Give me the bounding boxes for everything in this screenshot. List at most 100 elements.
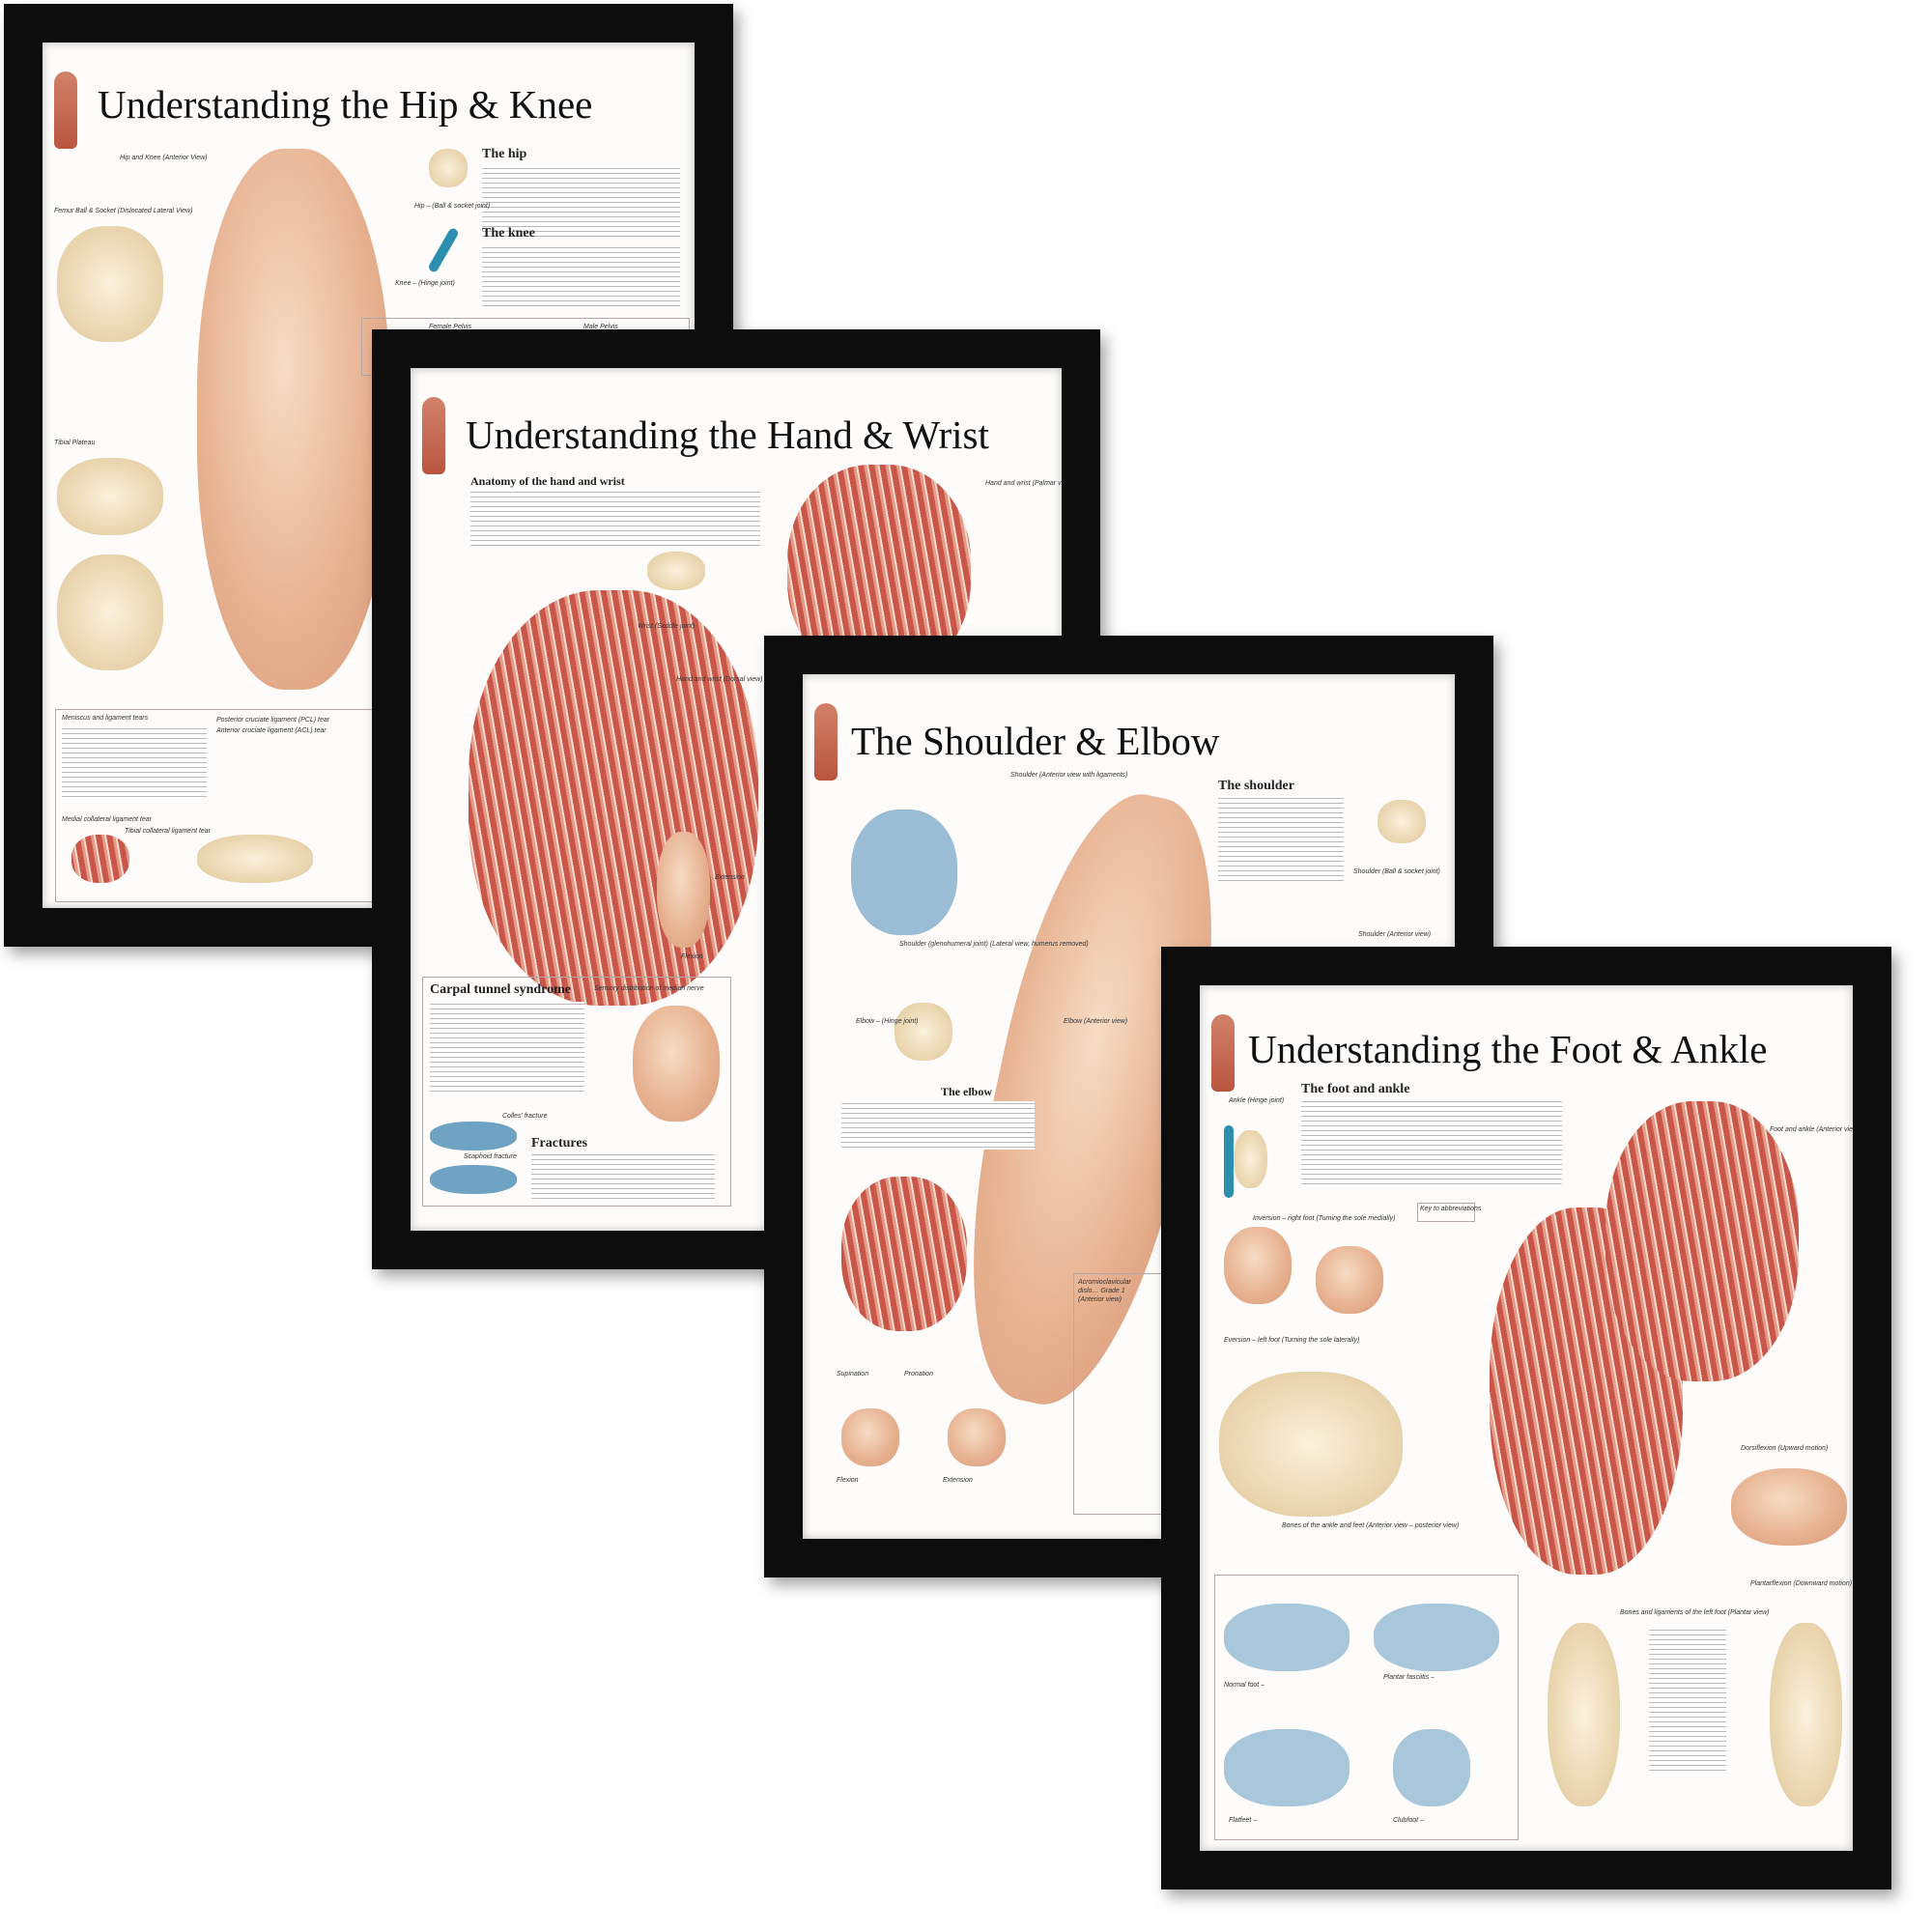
left-foot-bones-illustration bbox=[1548, 1623, 1620, 1806]
label: Male Pelvis bbox=[583, 324, 618, 330]
label: Wrist (Saddle joint) bbox=[638, 623, 696, 630]
normal-foot-illustration bbox=[1224, 1604, 1350, 1671]
anatomy-figure-icon bbox=[54, 71, 77, 149]
anatomy-figure-icon bbox=[422, 397, 445, 474]
elbow-joint-icon bbox=[895, 1003, 952, 1061]
text-block bbox=[531, 1152, 715, 1201]
foot-conditions-box bbox=[1214, 1575, 1519, 1840]
left-foot-ligaments-illustration bbox=[1770, 1623, 1842, 1806]
pelvis-illustration bbox=[57, 226, 163, 342]
abbreviations-key bbox=[1417, 1203, 1475, 1222]
poster-title: Understanding the Hip & Knee bbox=[98, 82, 593, 127]
fracture-hand-illustration bbox=[430, 1165, 517, 1194]
label: Eversion – left foot (Turning the sole l… bbox=[1224, 1337, 1360, 1344]
text-block bbox=[482, 166, 680, 239]
section-heading: Fractures bbox=[531, 1136, 588, 1151]
wrist-joint-icon bbox=[647, 552, 705, 590]
label: Scaphoid fracture bbox=[464, 1153, 517, 1160]
text-block bbox=[1218, 796, 1344, 883]
poster-foot-ankle: Understanding the Foot & Ankle The foot … bbox=[1200, 985, 1853, 1851]
label: Bones and ligaments of the left foot (Pl… bbox=[1620, 1609, 1770, 1616]
poster-title: Understanding the Foot & Ankle bbox=[1248, 1027, 1768, 1071]
label: Sensory distribution of median nerve bbox=[594, 985, 704, 992]
inversion-foot-illustration bbox=[1224, 1227, 1292, 1304]
ankle-joint-icon bbox=[1234, 1130, 1267, 1188]
text-block bbox=[482, 245, 680, 308]
section-heading: The shoulder bbox=[1218, 779, 1294, 793]
section-heading: Anatomy of the hand and wrist bbox=[470, 474, 625, 488]
median-nerve-hand-illustration bbox=[633, 1006, 720, 1122]
label: Flatfeet – bbox=[1229, 1817, 1258, 1824]
foot-lateral-illustration bbox=[1605, 1101, 1799, 1381]
label: Knee – (Hinge joint) bbox=[395, 280, 455, 287]
section-heading: The hip bbox=[482, 147, 527, 161]
poster-frame-foot-ankle: Understanding the Foot & Ankle The foot … bbox=[1161, 947, 1891, 1889]
motion-arrow-icon bbox=[427, 226, 460, 274]
text-block bbox=[470, 490, 760, 548]
knee-tear-illustration bbox=[71, 835, 129, 883]
label: Extension bbox=[943, 1477, 973, 1484]
legs-illustration bbox=[197, 149, 390, 690]
section-heading: The knee bbox=[482, 226, 535, 241]
label: Pronation bbox=[904, 1371, 933, 1378]
text-block bbox=[1301, 1099, 1562, 1186]
eversion-foot-illustration bbox=[1316, 1246, 1383, 1314]
label: Inversion – right foot (Turning the sole… bbox=[1253, 1215, 1396, 1222]
bone-legend bbox=[1649, 1628, 1726, 1773]
label: Shoulder (glenohumeral joint) (Lateral v… bbox=[899, 941, 1089, 948]
label: Hip and Knee (Anterior View) bbox=[120, 155, 208, 161]
label: Shoulder (Anterior view with ligaments) bbox=[1010, 772, 1128, 779]
label: Shoulder (Ball & socket joint) bbox=[1353, 868, 1440, 875]
label: Key to abbreviations bbox=[1420, 1206, 1482, 1212]
section-heading: Carpal tunnel syndrome bbox=[430, 982, 571, 997]
label: Flexion bbox=[681, 953, 703, 960]
label: Ankle (Hinge joint) bbox=[1229, 1097, 1285, 1104]
clubfoot-illustration bbox=[1393, 1729, 1470, 1806]
tibial-plateau-illustration bbox=[57, 458, 163, 535]
label: Anterior cruciate ligament (ACL) tear bbox=[216, 727, 327, 734]
carpal-tunnel-box bbox=[422, 977, 731, 1207]
label: Colles' fracture bbox=[502, 1113, 548, 1120]
label: Hand and wrist (Palmar view) bbox=[985, 480, 1062, 487]
motion-arrow-icon bbox=[1224, 1125, 1234, 1198]
label: Tibial collateral ligament tear bbox=[125, 828, 212, 835]
shoulder-joint-icon bbox=[1378, 800, 1426, 843]
section-heading: The elbow bbox=[941, 1085, 993, 1098]
label: Plantarflexion (Downward motion) bbox=[1750, 1580, 1853, 1587]
elbow-motion-illustration bbox=[841, 1408, 899, 1466]
section-heading: The foot and ankle bbox=[1301, 1082, 1410, 1096]
label: Elbow (Anterior view) bbox=[1064, 1018, 1128, 1025]
label: Clubfoot – bbox=[1393, 1817, 1424, 1824]
label: Normal foot – bbox=[1224, 1682, 1265, 1689]
forearm-illustration bbox=[841, 1177, 967, 1331]
text-block bbox=[841, 1101, 1035, 1150]
dorsal-hand-illustration bbox=[469, 590, 758, 1006]
text-block bbox=[62, 726, 207, 799]
anatomy-figure-icon bbox=[814, 703, 838, 781]
elbow-motion-illustration bbox=[948, 1408, 1006, 1466]
poster-title: Understanding the Hand & Wrist bbox=[466, 412, 989, 457]
wrist-motion-illustration bbox=[657, 832, 710, 948]
label: Hip – (Ball & socket joint) bbox=[414, 203, 491, 210]
text-block bbox=[430, 1002, 584, 1094]
label: Female Pelvis bbox=[429, 324, 471, 330]
flatfeet-illustration bbox=[1224, 1729, 1350, 1806]
plantar-fasciitis-illustration bbox=[1374, 1604, 1499, 1671]
hip-joint-icon bbox=[429, 149, 468, 187]
glenohumeral-joint-illustration bbox=[851, 810, 957, 935]
ac-dislocation-box bbox=[1073, 1273, 1170, 1515]
label: Extension bbox=[715, 874, 745, 881]
ankle-bones-illustration bbox=[1219, 1372, 1403, 1517]
label: Foot and ankle (Anterior view) bbox=[1770, 1126, 1853, 1133]
knee-joint-illustration bbox=[57, 554, 163, 670]
anatomy-figure-icon bbox=[1211, 1014, 1235, 1092]
label: Hand and wrist (Dorsal view) bbox=[676, 676, 763, 683]
label: Plantar fasciitis – bbox=[1383, 1674, 1435, 1681]
label: Posterior cruciate ligament (PCL) tear bbox=[216, 717, 330, 724]
meniscus-illustration bbox=[197, 835, 313, 883]
label: Bones of the ankle and feet (Anterior vi… bbox=[1282, 1522, 1460, 1529]
fracture-hand-illustration bbox=[430, 1122, 517, 1151]
label: Tibial Plateau bbox=[54, 440, 96, 446]
foot-motion-illustration bbox=[1731, 1468, 1847, 1546]
poster-title: The Shoulder & Elbow bbox=[851, 719, 1220, 763]
